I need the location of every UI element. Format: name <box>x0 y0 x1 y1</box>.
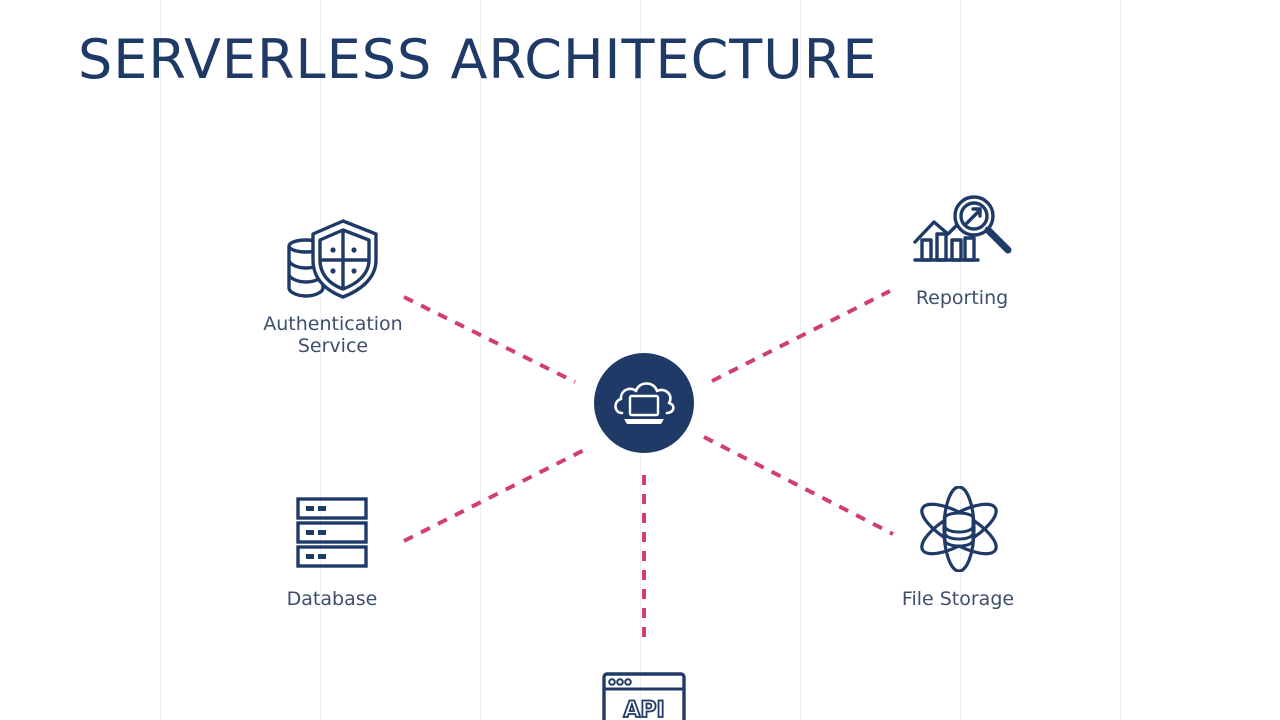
atom-database-icon <box>920 486 998 572</box>
grid-line <box>320 0 321 720</box>
grid-line <box>960 0 961 720</box>
chart-magnifier-icon <box>913 195 1012 262</box>
node-label-line: Authentication <box>263 313 403 335</box>
node-label-authentication: Authentication Service <box>233 313 433 357</box>
connector-database <box>403 445 591 543</box>
connector-auth <box>403 295 576 384</box>
grid-line <box>1120 0 1121 720</box>
connector-storage <box>703 435 894 536</box>
page-title: SERVERLESS ARCHITECTURE <box>78 28 878 91</box>
node-label-reporting: Reporting <box>915 287 1009 309</box>
shield-database-icon <box>287 219 378 299</box>
server-rack-icon <box>296 497 368 568</box>
grid-line <box>480 0 481 720</box>
connector-reporting <box>711 289 891 383</box>
grid-line <box>800 0 801 720</box>
node-label-line: Service <box>297 335 369 357</box>
node-label-database: Database <box>286 588 378 610</box>
node-label-api: API <box>623 698 664 720</box>
node-label-file-storage: File Storage <box>901 588 1015 610</box>
api-window-icon: API <box>602 672 686 720</box>
grid-line <box>160 0 161 720</box>
cloud-laptop-icon <box>594 353 694 453</box>
